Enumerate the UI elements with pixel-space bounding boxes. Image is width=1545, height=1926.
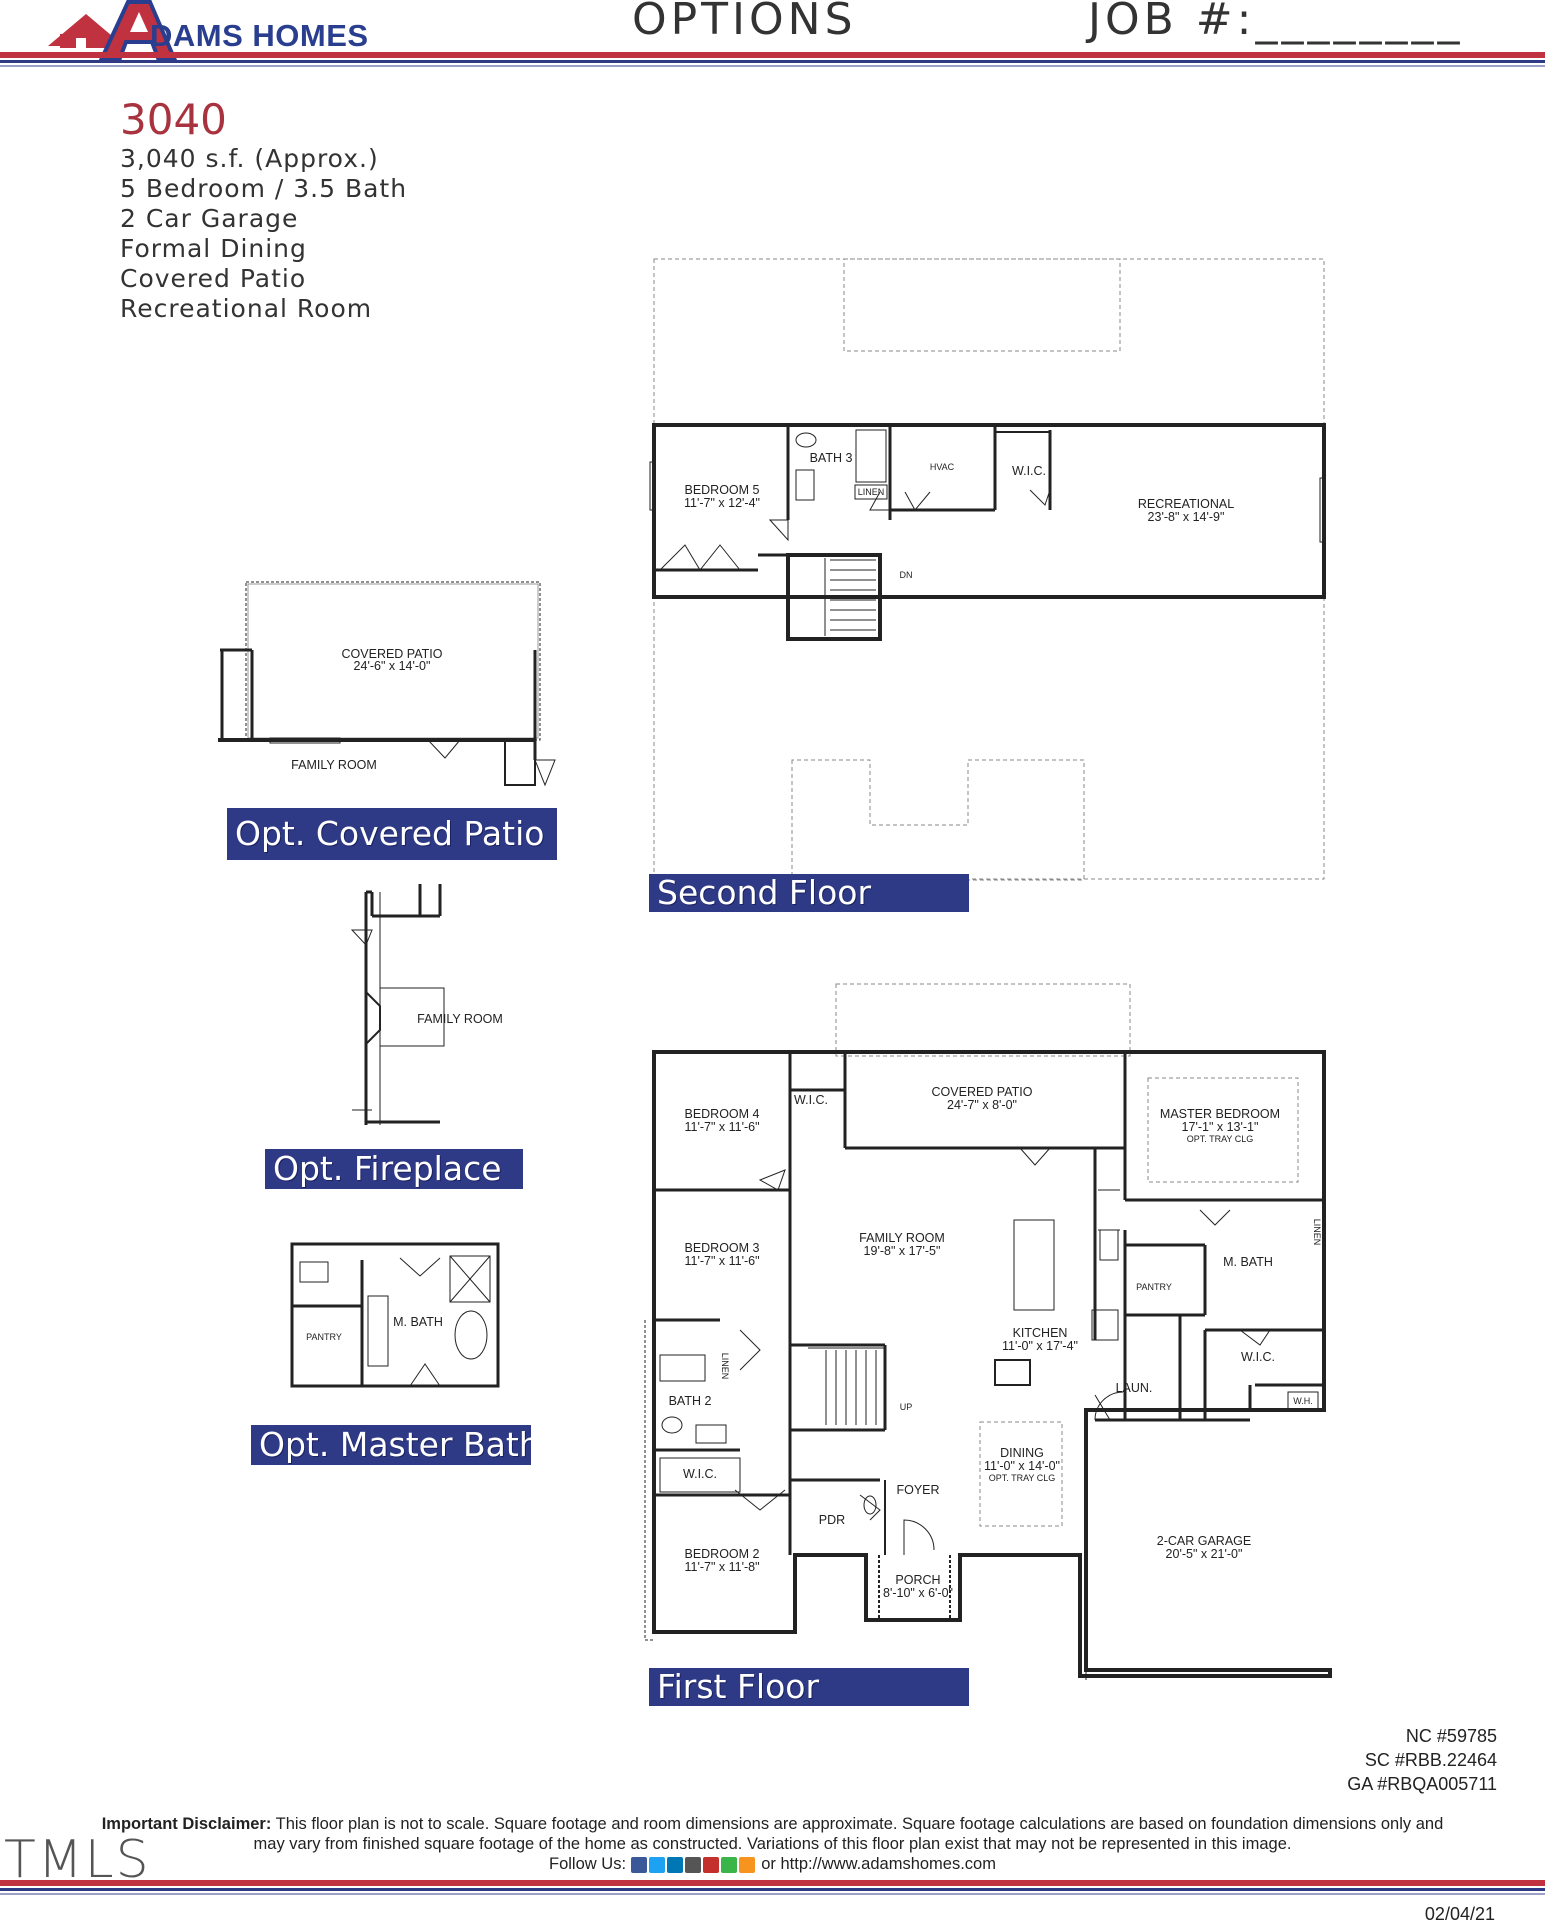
banner-second-floor: Second Floor [649, 874, 969, 912]
room-label: PDR [819, 1513, 845, 1527]
follow-label: Follow Us: [549, 1855, 627, 1873]
header-stripe-red [0, 52, 1545, 58]
plan-feature: Covered Patio [120, 264, 307, 293]
room-label: HVAC [930, 462, 955, 472]
room-label: M. BATH [1223, 1255, 1273, 1269]
room-label: PORCH [895, 1573, 940, 1587]
room-label: LINEN [858, 487, 885, 497]
room-dim: 19'-8" x 17'-5" [864, 1244, 941, 1258]
room-label: PANTRY [1136, 1282, 1172, 1292]
footer-stripe-red [0, 1880, 1545, 1886]
room-label: W.H. [1293, 1396, 1313, 1406]
room-dim: 24'-7" x 8'-0" [947, 1098, 1017, 1112]
room-label: UP [900, 1402, 913, 1412]
brand-name: DAMS HOMES [150, 18, 369, 53]
header-stripe-blue [0, 60, 1545, 63]
room-label: BATH 3 [810, 451, 853, 465]
first-floor-plan [644, 983, 1332, 1680]
room-dim: 11'-7" x 12'-4" [684, 496, 760, 510]
disclaimer-text-1: This floor plan is not to scale. Square … [275, 1815, 1444, 1833]
plan-feature: 3,040 s.f. (Approx.) [120, 144, 379, 173]
room-label: 2-CAR GARAGE [1157, 1534, 1251, 1548]
license-sc: SC #RBB.22464 [1364, 1750, 1497, 1770]
opt-fireplace-plan [350, 884, 445, 1125]
opt-covered-patio-plan [218, 581, 556, 787]
rss-icon[interactable] [738, 1856, 755, 1873]
room-labels: COVERED PATIO 24'-6" x 14'-0" FAMILY ROO… [291, 451, 1322, 1600]
room-dim: 23'-8" x 14'-9" [1148, 510, 1225, 524]
room-label: FOYER [896, 1483, 939, 1497]
room-label: BATH 2 [669, 1394, 712, 1408]
instagram-icon[interactable] [684, 1856, 701, 1873]
plan-feature: Recreational Room [120, 294, 373, 323]
room-label: BEDROOM 4 [684, 1107, 759, 1121]
license-ga: GA #RBQA005711 [1347, 1774, 1497, 1794]
banner-opt-covered-patio: Opt. Covered Patio [227, 808, 557, 860]
room-label: LAUN. [1116, 1381, 1153, 1395]
room-dim: 11'-7" x 11'-8" [684, 1560, 759, 1574]
room-label: BEDROOM 3 [684, 1241, 759, 1255]
room-note: OPT. TRAY CLG [989, 1473, 1056, 1483]
disclaimer-label: Important Disclaimer: [101, 1815, 272, 1833]
room-label: KITCHEN [1013, 1326, 1068, 1340]
room-label: BEDROOM 2 [684, 1547, 759, 1561]
room-label: DINING [1000, 1446, 1044, 1460]
plan-feature: 5 Bedroom / 3.5 Bath [120, 174, 408, 203]
room-dim: 17'-1" x 13'-1" [1182, 1120, 1259, 1134]
youtube-icon[interactable] [702, 1856, 719, 1873]
room-dim: 11'-0" x 17'-4" [1002, 1339, 1078, 1353]
room-label: LINEN [720, 1353, 730, 1380]
room-dim: 20'-5" x 21'-0" [1166, 1547, 1243, 1561]
second-floor-plan [649, 258, 1326, 881]
room-label: FAMILY ROOM [417, 1012, 503, 1026]
room-note: OPT. TRAY CLG [1187, 1134, 1254, 1144]
website-link[interactable]: or http://www.adamshomes.com [761, 1855, 996, 1873]
room-label: PANTRY [306, 1332, 342, 1342]
license-nc: NC #59785 [1405, 1726, 1497, 1746]
disclaimer: Important Disclaimer: This floor plan is… [20, 1814, 1525, 1874]
room-dim: 11'-7" x 11'-6" [684, 1254, 759, 1268]
facebook-icon[interactable] [630, 1856, 647, 1873]
room-label: W.I.C. [794, 1093, 828, 1107]
room-dim: 11'-0" x 14'-0" [984, 1459, 1060, 1473]
plan-feature: Formal Dining [120, 234, 307, 263]
room-dim: 11'-7" x 11'-6" [684, 1120, 759, 1134]
room-dim: 8'-10" x 6'-0" [883, 1586, 953, 1600]
room-label: BEDROOM 5 [684, 483, 759, 497]
job-number-field: JOB #:________ [1088, 0, 1464, 45]
room-label: FAMILY ROOM [859, 1231, 945, 1245]
banner-opt-master-bath: Opt. Master Bath [251, 1425, 531, 1465]
page-title: OPTIONS [632, 0, 857, 45]
date: 02/04/21 [1424, 1904, 1495, 1924]
room-label: FAMILY ROOM [291, 758, 377, 772]
room-label: M. BATH [393, 1315, 443, 1329]
footer-stripe-light [0, 1893, 1545, 1895]
room-label: COVERED PATIO [342, 647, 443, 661]
room-dim: 24'-6" x 14'-0" [354, 659, 431, 673]
linkedin-icon[interactable] [666, 1856, 683, 1873]
vine-icon[interactable] [720, 1856, 737, 1873]
twitter-icon[interactable] [648, 1856, 665, 1873]
plan-feature: 2 Car Garage [120, 204, 299, 233]
room-label: MASTER BEDROOM [1160, 1107, 1280, 1121]
room-label: W.I.C. [683, 1467, 717, 1481]
room-label: DN [900, 570, 913, 580]
header-stripe-light [0, 65, 1545, 67]
footer-stripe-blue [0, 1888, 1545, 1891]
banner-first-floor: First Floor [649, 1668, 969, 1706]
room-label: LINEN [1312, 1219, 1322, 1246]
disclaimer-text-2: may vary from finished square footage of… [253, 1835, 1292, 1853]
room-label: COVERED PATIO [932, 1085, 1033, 1099]
room-label: W.I.C. [1241, 1350, 1275, 1364]
room-label: RECREATIONAL [1138, 497, 1234, 511]
room-label: W.I.C. [1012, 464, 1046, 478]
plan-number: 3040 [120, 95, 227, 144]
banner-opt-fireplace: Opt. Fireplace [265, 1149, 523, 1189]
opt-master-bath-plan [290, 1242, 500, 1388]
